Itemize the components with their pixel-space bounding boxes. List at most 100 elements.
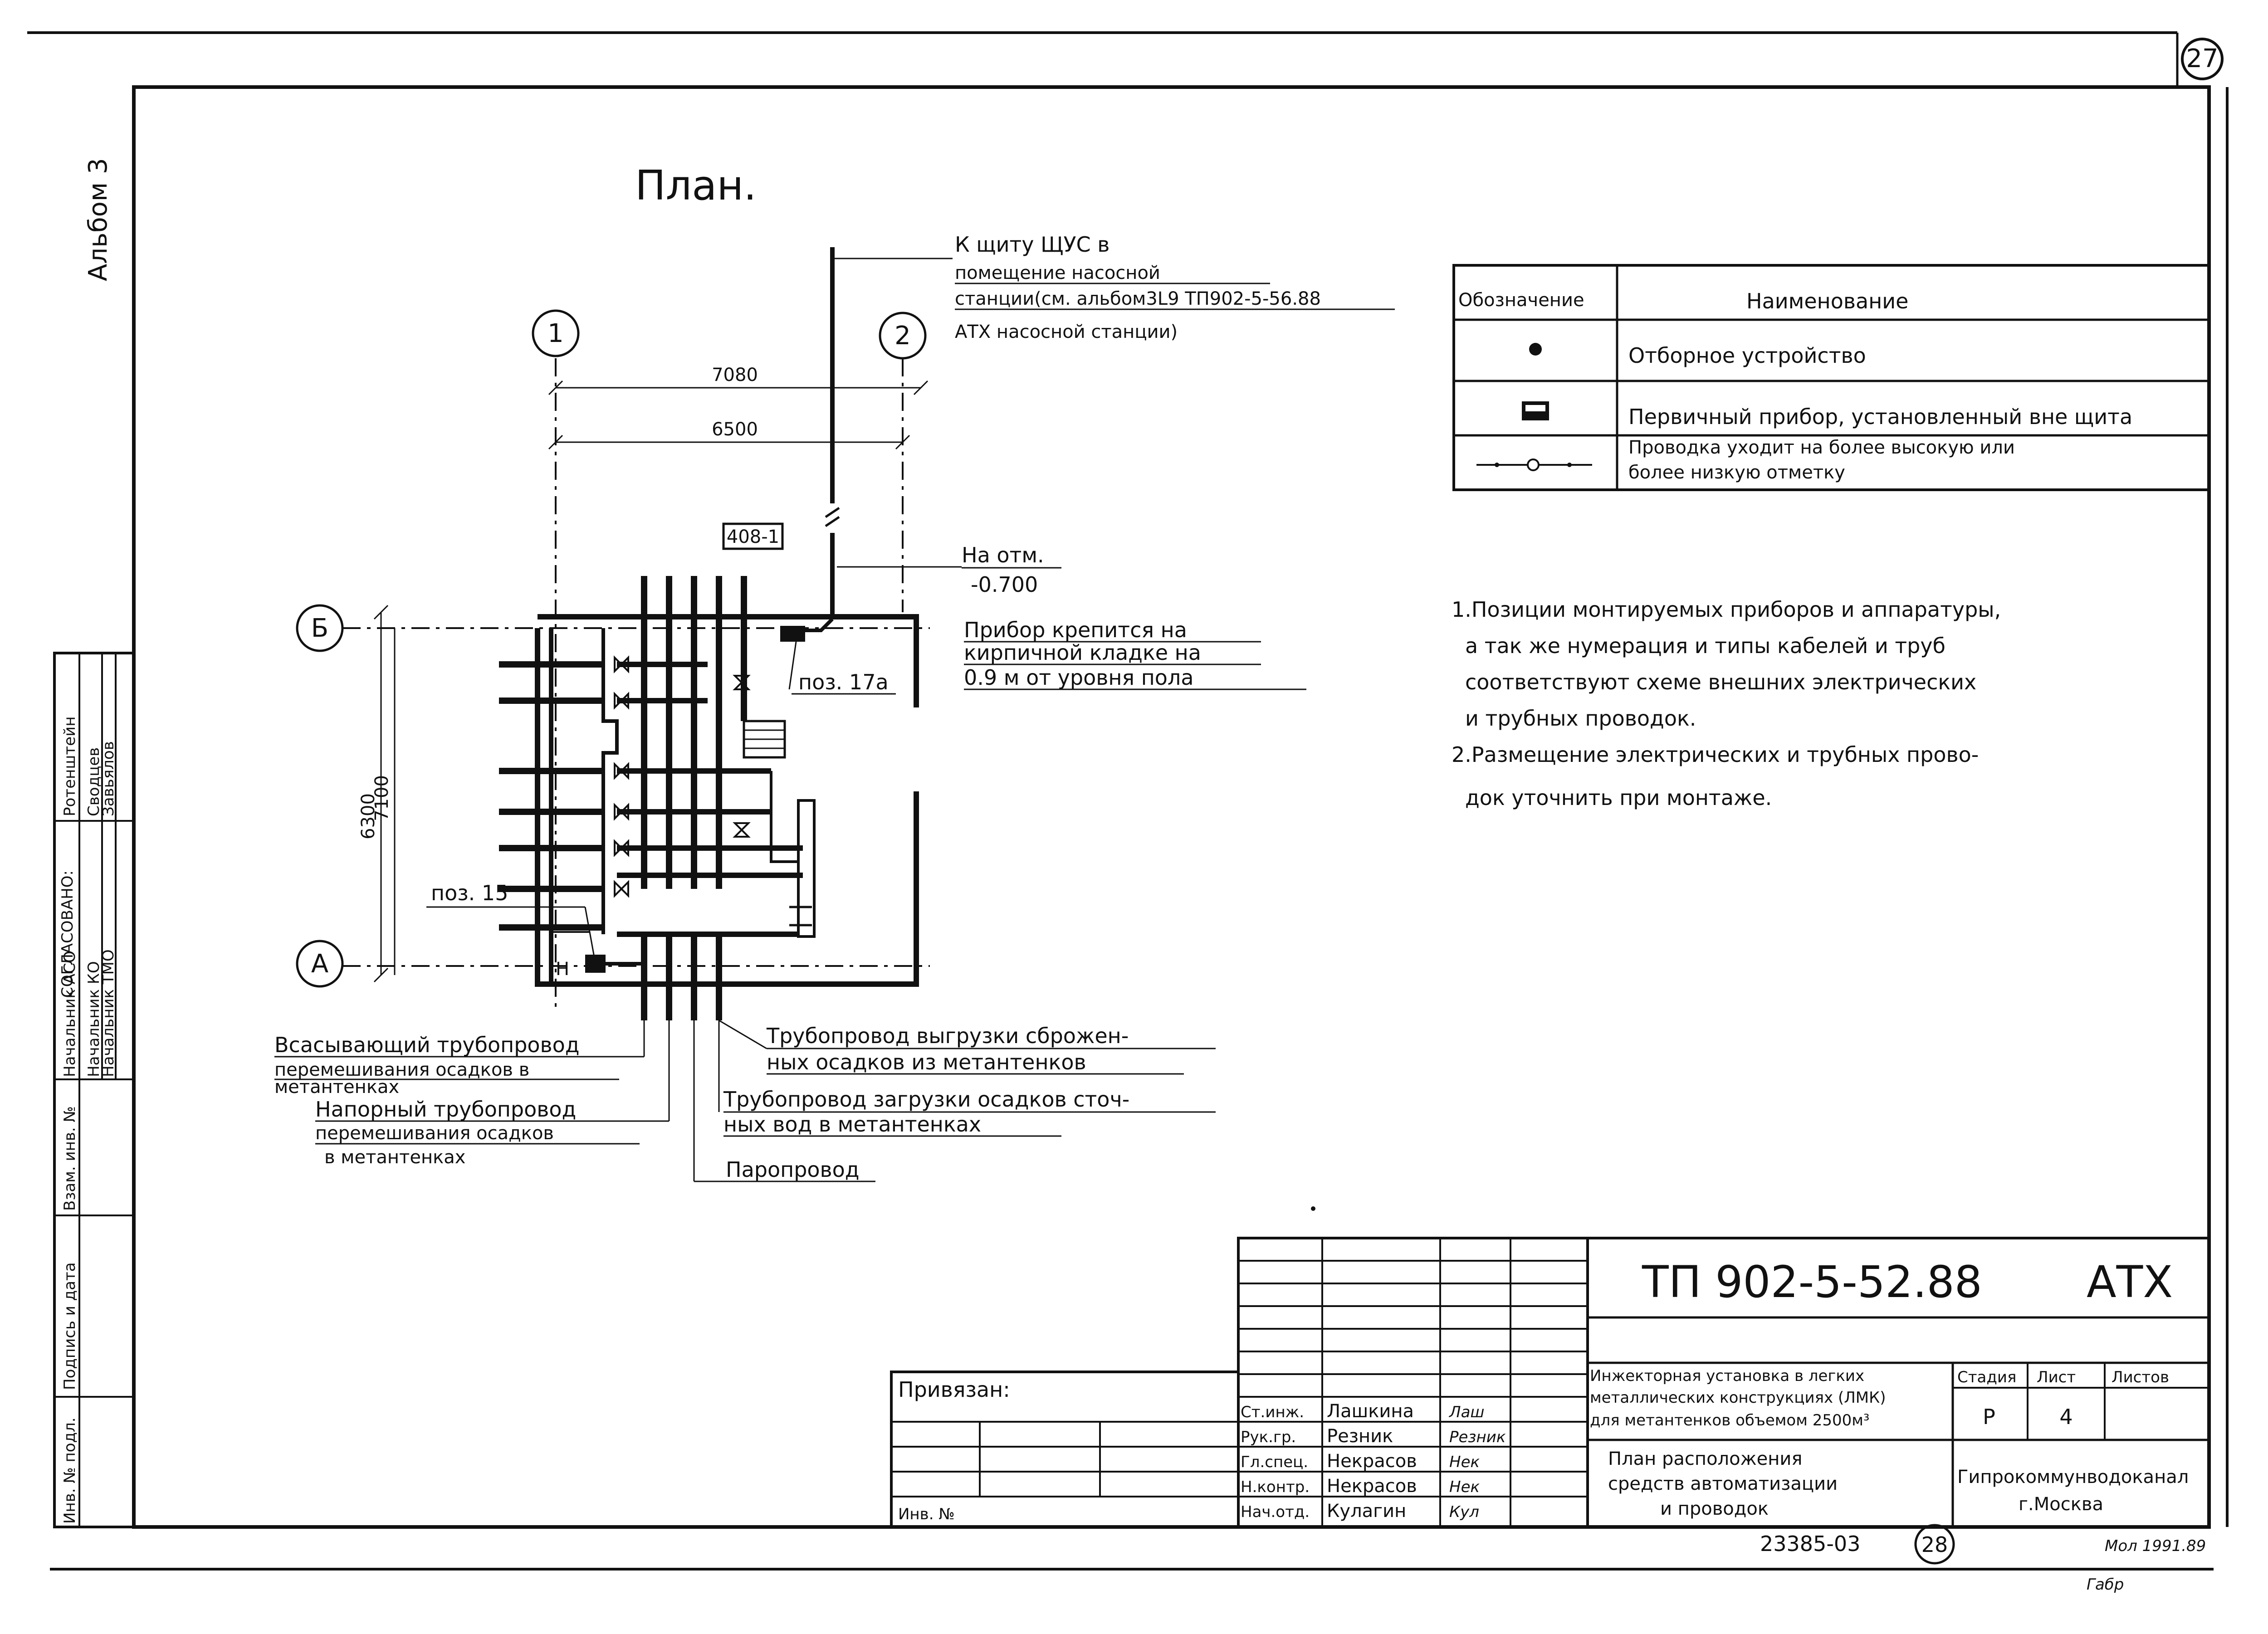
- sampling-device-icon: [585, 955, 606, 973]
- note-line-2: а так же нумерация и типы кабелей и труб: [1465, 634, 1945, 658]
- legend-name-1: Отборное устройство: [1628, 343, 1866, 368]
- stamp-inv-podl: Инв. № подл.: [61, 1417, 79, 1524]
- axis-bubble-1: [532, 309, 580, 357]
- signer-role-3: Гл.спец.: [1241, 1453, 1308, 1471]
- leader-line: [788, 641, 797, 690]
- signer-name-5: Кулагин: [1327, 1501, 1406, 1522]
- signer-sign-2: Резник: [1449, 1428, 1506, 1446]
- axis-bubble-a: [296, 940, 344, 988]
- stamp-name-1: Ротенштейн: [61, 717, 79, 816]
- signer-sign-5: Кул: [1449, 1503, 1479, 1521]
- project-line-1: Инжекторная установка в легких: [1590, 1367, 1864, 1385]
- dim-7080: 7080: [712, 365, 758, 385]
- album-label: Альбом 3: [83, 158, 113, 281]
- to-panel-line2: помещение насосной: [955, 263, 1160, 283]
- poz17a: поз. 17а: [798, 670, 889, 694]
- valve-icon: [614, 692, 629, 710]
- legend-name-3a: Проводка уходит на более высокую или: [1628, 437, 2015, 458]
- valve-icon: [614, 803, 629, 821]
- axis-label-1: 1: [547, 319, 564, 348]
- primary-device-icon: [780, 626, 805, 642]
- drawing-line-3: и проводок: [1660, 1498, 1769, 1519]
- suction-line1: Всасывающий трубопровод: [274, 1033, 580, 1057]
- valve-icon: [733, 822, 751, 838]
- signer-sign-4: Нек: [1449, 1478, 1480, 1496]
- poz15: поз. 15: [431, 881, 508, 905]
- signer-role-2: Рук.гр.: [1241, 1428, 1296, 1446]
- stamp-role-3: Начальник ТМО: [99, 949, 117, 1077]
- wire-symbol-dot: [1495, 463, 1499, 467]
- stage-value: Р: [1983, 1405, 1995, 1429]
- valve-icon: [614, 839, 629, 857]
- dim-tick: [373, 605, 389, 620]
- device-mount-line3: 0.9 м от уровня пола: [964, 665, 1194, 690]
- dim-tick: [548, 434, 563, 450]
- building-wall-top: [538, 614, 919, 707]
- stamp-sign-date: Подпись и дата: [61, 1262, 79, 1390]
- signer-name-3: Некрасов: [1327, 1451, 1417, 1472]
- archive-number: 23385-03: [1760, 1532, 1860, 1556]
- wire-symbol-dot: [1567, 463, 1572, 467]
- mark-h: Н: [556, 959, 569, 980]
- signer-name-4: Некрасов: [1327, 1476, 1417, 1497]
- pressure-line2: перемешивания осадков: [315, 1123, 554, 1144]
- signer-name-2: Резник: [1327, 1426, 1393, 1447]
- main-title-block: [1586, 1237, 2210, 1528]
- handwritten-note-1: Мол 1991.89: [2105, 1537, 2206, 1555]
- device-mount-line2: кирпичной кладке на: [964, 640, 1201, 665]
- load-line2: ных вод в метантенках: [723, 1112, 981, 1136]
- legend-name-2: Первичный прибор, установленный вне щита: [1628, 405, 2132, 429]
- note-line-6: док уточнить при монтаже.: [1465, 785, 1772, 810]
- device-symbol-window: [1525, 405, 1545, 411]
- axis-bubble-2: [879, 312, 927, 360]
- section-code: АТХ: [2087, 1257, 2173, 1307]
- sheet-label: Лист: [2037, 1368, 2076, 1386]
- sheets-label: Листов: [2112, 1368, 2169, 1386]
- legend-table: Обозначение Наименование Отборное устрой…: [1452, 264, 2210, 491]
- stamp-name-3: Завьялов: [99, 741, 117, 816]
- dim-6500: 6500: [712, 419, 758, 440]
- device-mount-line1: Прибор крепится на: [964, 618, 1187, 642]
- dim-tick: [548, 380, 563, 395]
- plan-title: План.: [635, 162, 757, 210]
- page-number-circle: [1914, 1524, 1955, 1565]
- plan-drawing: 1 2 Б А 7080 6500 6300 7100: [296, 247, 930, 1020]
- steam-line: Паропровод: [726, 1157, 860, 1182]
- stamp-title: СОГЛАСОВАНО:: [59, 870, 77, 998]
- apparatus-pipe: [770, 771, 798, 863]
- inventory-label: Инв. №: [898, 1505, 955, 1523]
- organization-line-1: Гипрокоммунводоканал: [1957, 1467, 2189, 1488]
- axis-label-b: Б: [311, 614, 328, 643]
- stage-label: Стадия: [1957, 1368, 2016, 1386]
- stamp-role-1: Начальник АСО: [61, 951, 79, 1077]
- to-panel-line3: станции(см. альбом3L9 ТП902-5-56.88: [955, 288, 1321, 309]
- axis-label-2: 2: [894, 321, 911, 351]
- left-stamp: СОГЛАСОВАНО: Начальник АСО Ротенштейн На…: [53, 652, 135, 1528]
- title-block: Привязан: Инв. № Ст.инж. Лашкина Лаш Рук…: [890, 1237, 2210, 1565]
- signer-role-5: Нач.отд.: [1241, 1503, 1310, 1521]
- legend-head-designation: Обозначение: [1458, 290, 1584, 311]
- organization-line-2: г.Москва: [2019, 1494, 2103, 1515]
- stamp-name-2: Сводцев: [85, 747, 103, 816]
- dim-tick: [895, 434, 910, 450]
- leader-line: [584, 907, 595, 957]
- stray-dot: [1311, 1206, 1315, 1211]
- sheet-value: 4: [2059, 1405, 2072, 1429]
- apparatus-column: [797, 799, 816, 938]
- signer-name-1: Лашкина: [1327, 1401, 1414, 1422]
- cable-break-icon: [825, 507, 840, 527]
- binding-label: Привязан:: [898, 1377, 1010, 1402]
- valve-icon: [614, 762, 629, 780]
- sheet-number-circle: [2181, 38, 2224, 80]
- suction-line2: перемешивания осадков в: [274, 1059, 529, 1080]
- to-panel-line4: АТХ насосной станции): [955, 322, 1178, 342]
- notes-block: 1.Позиции монтируемых приборов и аппарат…: [1452, 597, 2001, 810]
- leader-line: [719, 1019, 767, 1049]
- handwritten-note-2: Габр: [2087, 1575, 2124, 1594]
- dim-6300: 6300: [358, 793, 379, 839]
- legend-head-name: Наименование: [1746, 289, 1908, 313]
- signer-sign-3: Нек: [1449, 1453, 1480, 1471]
- axis-bubble-b: [296, 604, 344, 652]
- valve-icon: [733, 675, 751, 690]
